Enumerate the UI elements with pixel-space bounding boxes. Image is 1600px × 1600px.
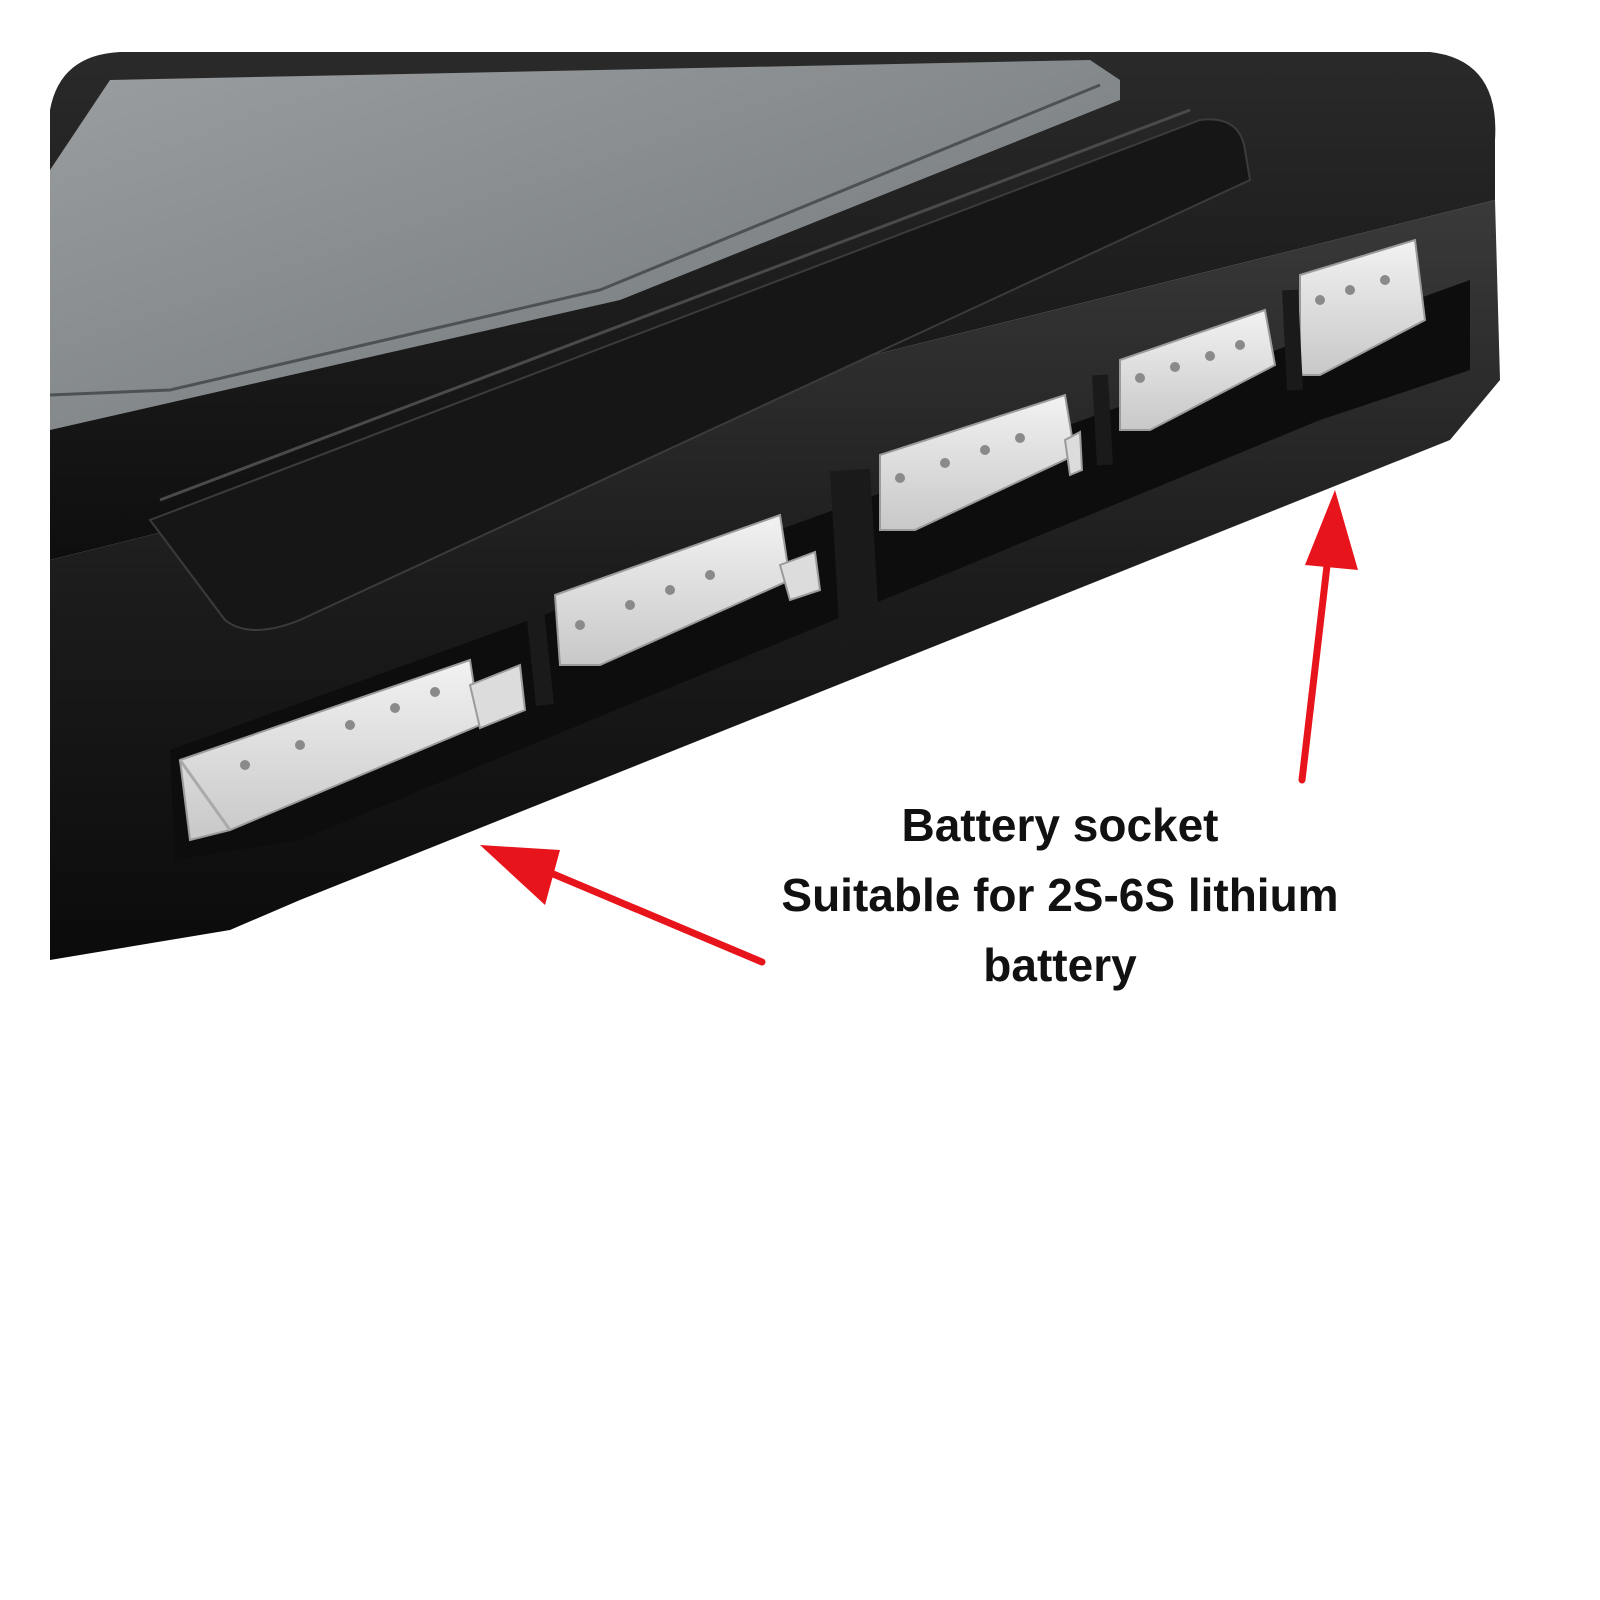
battery-socket-4 <box>1119 308 1277 431</box>
lcd-screen <box>50 60 1120 430</box>
caption-line-3: battery <box>983 939 1137 991</box>
battery-socket-1 <box>178 658 527 842</box>
battery-checker-device <box>49 52 1500 966</box>
rim-ridge <box>148 118 1252 631</box>
caption-line-2: Suitable for 2S-6S lithium <box>781 869 1339 921</box>
battery-socket-3 <box>879 393 1084 531</box>
caption: Battery socket Suitable for 2S-6S lithiu… <box>740 790 1380 1000</box>
caption-line-1: Battery socket <box>901 799 1219 851</box>
battery-socket-2 <box>553 513 822 666</box>
arrow-icon <box>480 845 766 966</box>
arrow-icon <box>1298 490 1358 784</box>
